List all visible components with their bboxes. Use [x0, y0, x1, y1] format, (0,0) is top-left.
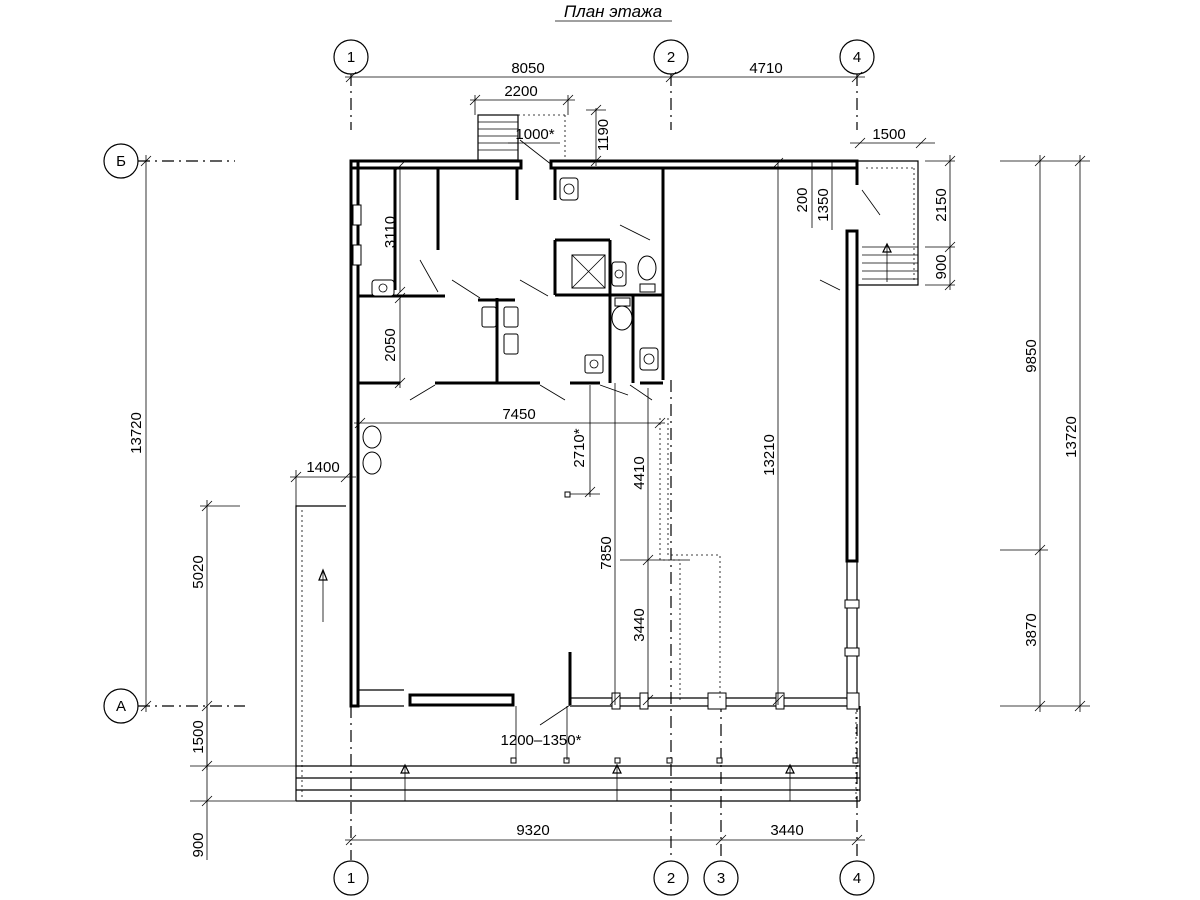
dim-2150-900: 2150 900 [925, 155, 956, 291]
svg-text:2: 2 [667, 870, 675, 887]
svg-text:200: 200 [794, 187, 811, 212]
svg-text:7450: 7450 [502, 406, 535, 423]
dotted-outline [659, 418, 721, 700]
axis-bubble-top-4: 4 [839, 39, 875, 75]
axis-bubble-bottom-2: 2 [653, 860, 689, 896]
left-windows [352, 204, 362, 266]
entry-stair-top [477, 114, 566, 161]
dim-right-chain: 9850 3870 13720 [1000, 155, 1090, 712]
svg-text:7850: 7850 [598, 536, 615, 569]
svg-text:900: 900 [933, 254, 950, 279]
svg-text:1190: 1190 [595, 119, 612, 151]
svg-text:2050: 2050 [382, 328, 399, 361]
svg-text:1: 1 [347, 49, 355, 66]
axis-bubble-bottom-4: 4 [839, 860, 875, 896]
dim-3870: 3870 [1023, 613, 1040, 646]
dim-2710: 2710* [570, 385, 600, 498]
sink-icon [559, 177, 579, 201]
svg-text:1000*: 1000* [515, 126, 554, 143]
shower-tray-icon [571, 254, 606, 289]
svg-text:1400: 1400 [306, 459, 339, 476]
ramp-left [295, 505, 346, 801]
dim-5020: 5020 [190, 500, 240, 770]
axis-bubble-bottom-3: 3 [703, 860, 739, 896]
axis-bubble-left-b: Б [103, 143, 139, 179]
dim-9850: 9850 [1023, 339, 1040, 372]
dim-7450: 7450 [354, 406, 666, 429]
svg-text:3440: 3440 [631, 608, 648, 641]
svg-text:2710*: 2710* [571, 428, 588, 467]
dim-3440-mid: 3440 [620, 559, 690, 706]
porch-right [857, 160, 919, 286]
sink-icon [362, 425, 382, 475]
dim-8050: 8050 [511, 60, 544, 77]
sink-icon [639, 347, 659, 371]
dim-left-chain: 13720 [128, 155, 152, 712]
dim-top-chain: 8050 4710 [345, 60, 865, 83]
svg-text:4: 4 [853, 49, 861, 66]
dim-2200: 2200 [469, 83, 575, 115]
terrace-bottom [296, 706, 861, 802]
dim-3440-bottom: 3440 [770, 822, 803, 839]
door-swings [409, 139, 881, 726]
svg-text:2150: 2150 [933, 188, 950, 221]
dim-bottom-chain: 9320 3440 [345, 822, 865, 846]
toilet-icon [637, 255, 657, 293]
outer-walls [349, 159, 859, 708]
sink-icon [611, 261, 627, 287]
svg-text:5020: 5020 [190, 555, 207, 588]
dim-4710: 4710 [749, 60, 782, 77]
dim-1400: 1400 [290, 459, 356, 506]
dim-7850: 7850 [598, 383, 621, 706]
dim-9320: 9320 [516, 822, 549, 839]
dim-1500-top: 1500 [850, 126, 935, 149]
partitions [358, 167, 665, 385]
svg-text:А: А [116, 698, 126, 715]
sink-icon [584, 354, 604, 374]
glazed-facade-right [844, 599, 860, 657]
axis-bubble-bottom-1: 1 [333, 860, 369, 896]
dim-13720-right: 13720 [1063, 416, 1080, 458]
svg-text:1500: 1500 [872, 126, 905, 143]
svg-text:2: 2 [667, 49, 675, 66]
svg-text:1: 1 [347, 870, 355, 887]
dim-200-1350: 200 1350 [794, 161, 833, 230]
axis-bubble-top-1: 1 [333, 39, 369, 75]
dim-1200-1350: 1200–1350* [501, 706, 582, 760]
axis-bubble-top-2: 2 [653, 39, 689, 75]
svg-text:Б: Б [116, 153, 126, 170]
dim-13720-left: 13720 [128, 412, 145, 454]
glazed-facade-bottom [570, 692, 860, 710]
svg-text:4: 4 [853, 870, 861, 887]
dim-13210: 13210 [761, 157, 784, 706]
axis-lines [138, 74, 858, 860]
dim-1190: 1190 [586, 104, 612, 167]
svg-text:3110: 3110 [382, 216, 399, 248]
column-marker [564, 491, 571, 498]
svg-text:3: 3 [717, 870, 725, 887]
svg-text:1500: 1500 [190, 720, 207, 753]
dim-4410: 4410 [631, 388, 654, 566]
svg-text:1200–1350*: 1200–1350* [501, 732, 582, 749]
svg-text:13210: 13210 [761, 434, 778, 476]
dim-2050: 2050 [382, 292, 406, 389]
dim-1500-900-left: 1500 900 [190, 706, 300, 860]
washbasin-group-icon [481, 306, 519, 355]
dim-1000: 1000* [508, 126, 560, 144]
svg-text:2200: 2200 [504, 83, 537, 100]
svg-text:4410: 4410 [631, 456, 648, 489]
svg-text:900: 900 [190, 832, 207, 857]
plan-title: План этажа [564, 2, 662, 21]
sink-icon [371, 279, 395, 297]
dim-3110: 3110 [382, 160, 406, 298]
svg-text:1350: 1350 [815, 188, 832, 221]
axis-bubble-left-a: А [103, 688, 139, 724]
toilet-icon [611, 297, 633, 331]
